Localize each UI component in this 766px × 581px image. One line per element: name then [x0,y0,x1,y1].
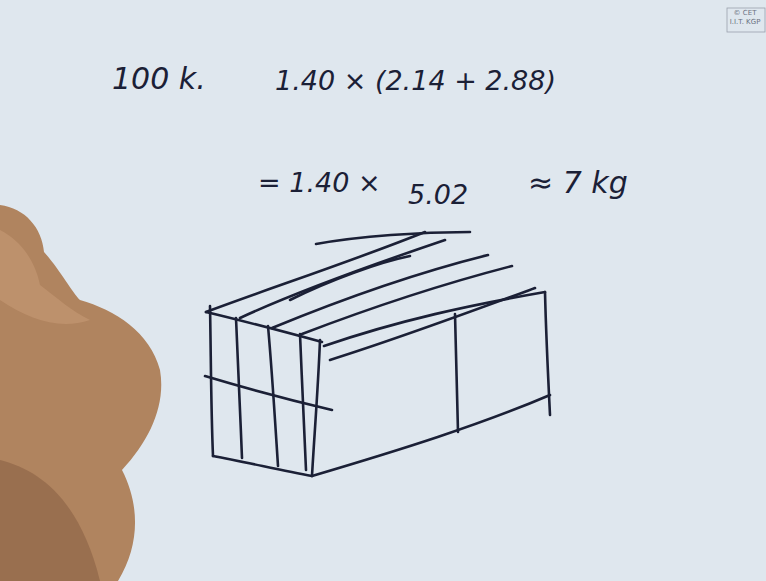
calculation-result: 5.02 [408,180,468,210]
hand [0,205,161,581]
watermark-frame [727,8,765,32]
calculation-result: = 1.40 × [258,168,381,198]
watermark: I.I.T. KGP [728,19,762,27]
calculation-result: ≈ 7 kg [528,166,628,199]
bale-sketch [205,232,550,476]
watermark: © CET [728,10,762,18]
calculation-line: 1.40 × (2.14 + 2.88) [275,66,556,96]
quantity-note: 100 k. [112,62,206,95]
